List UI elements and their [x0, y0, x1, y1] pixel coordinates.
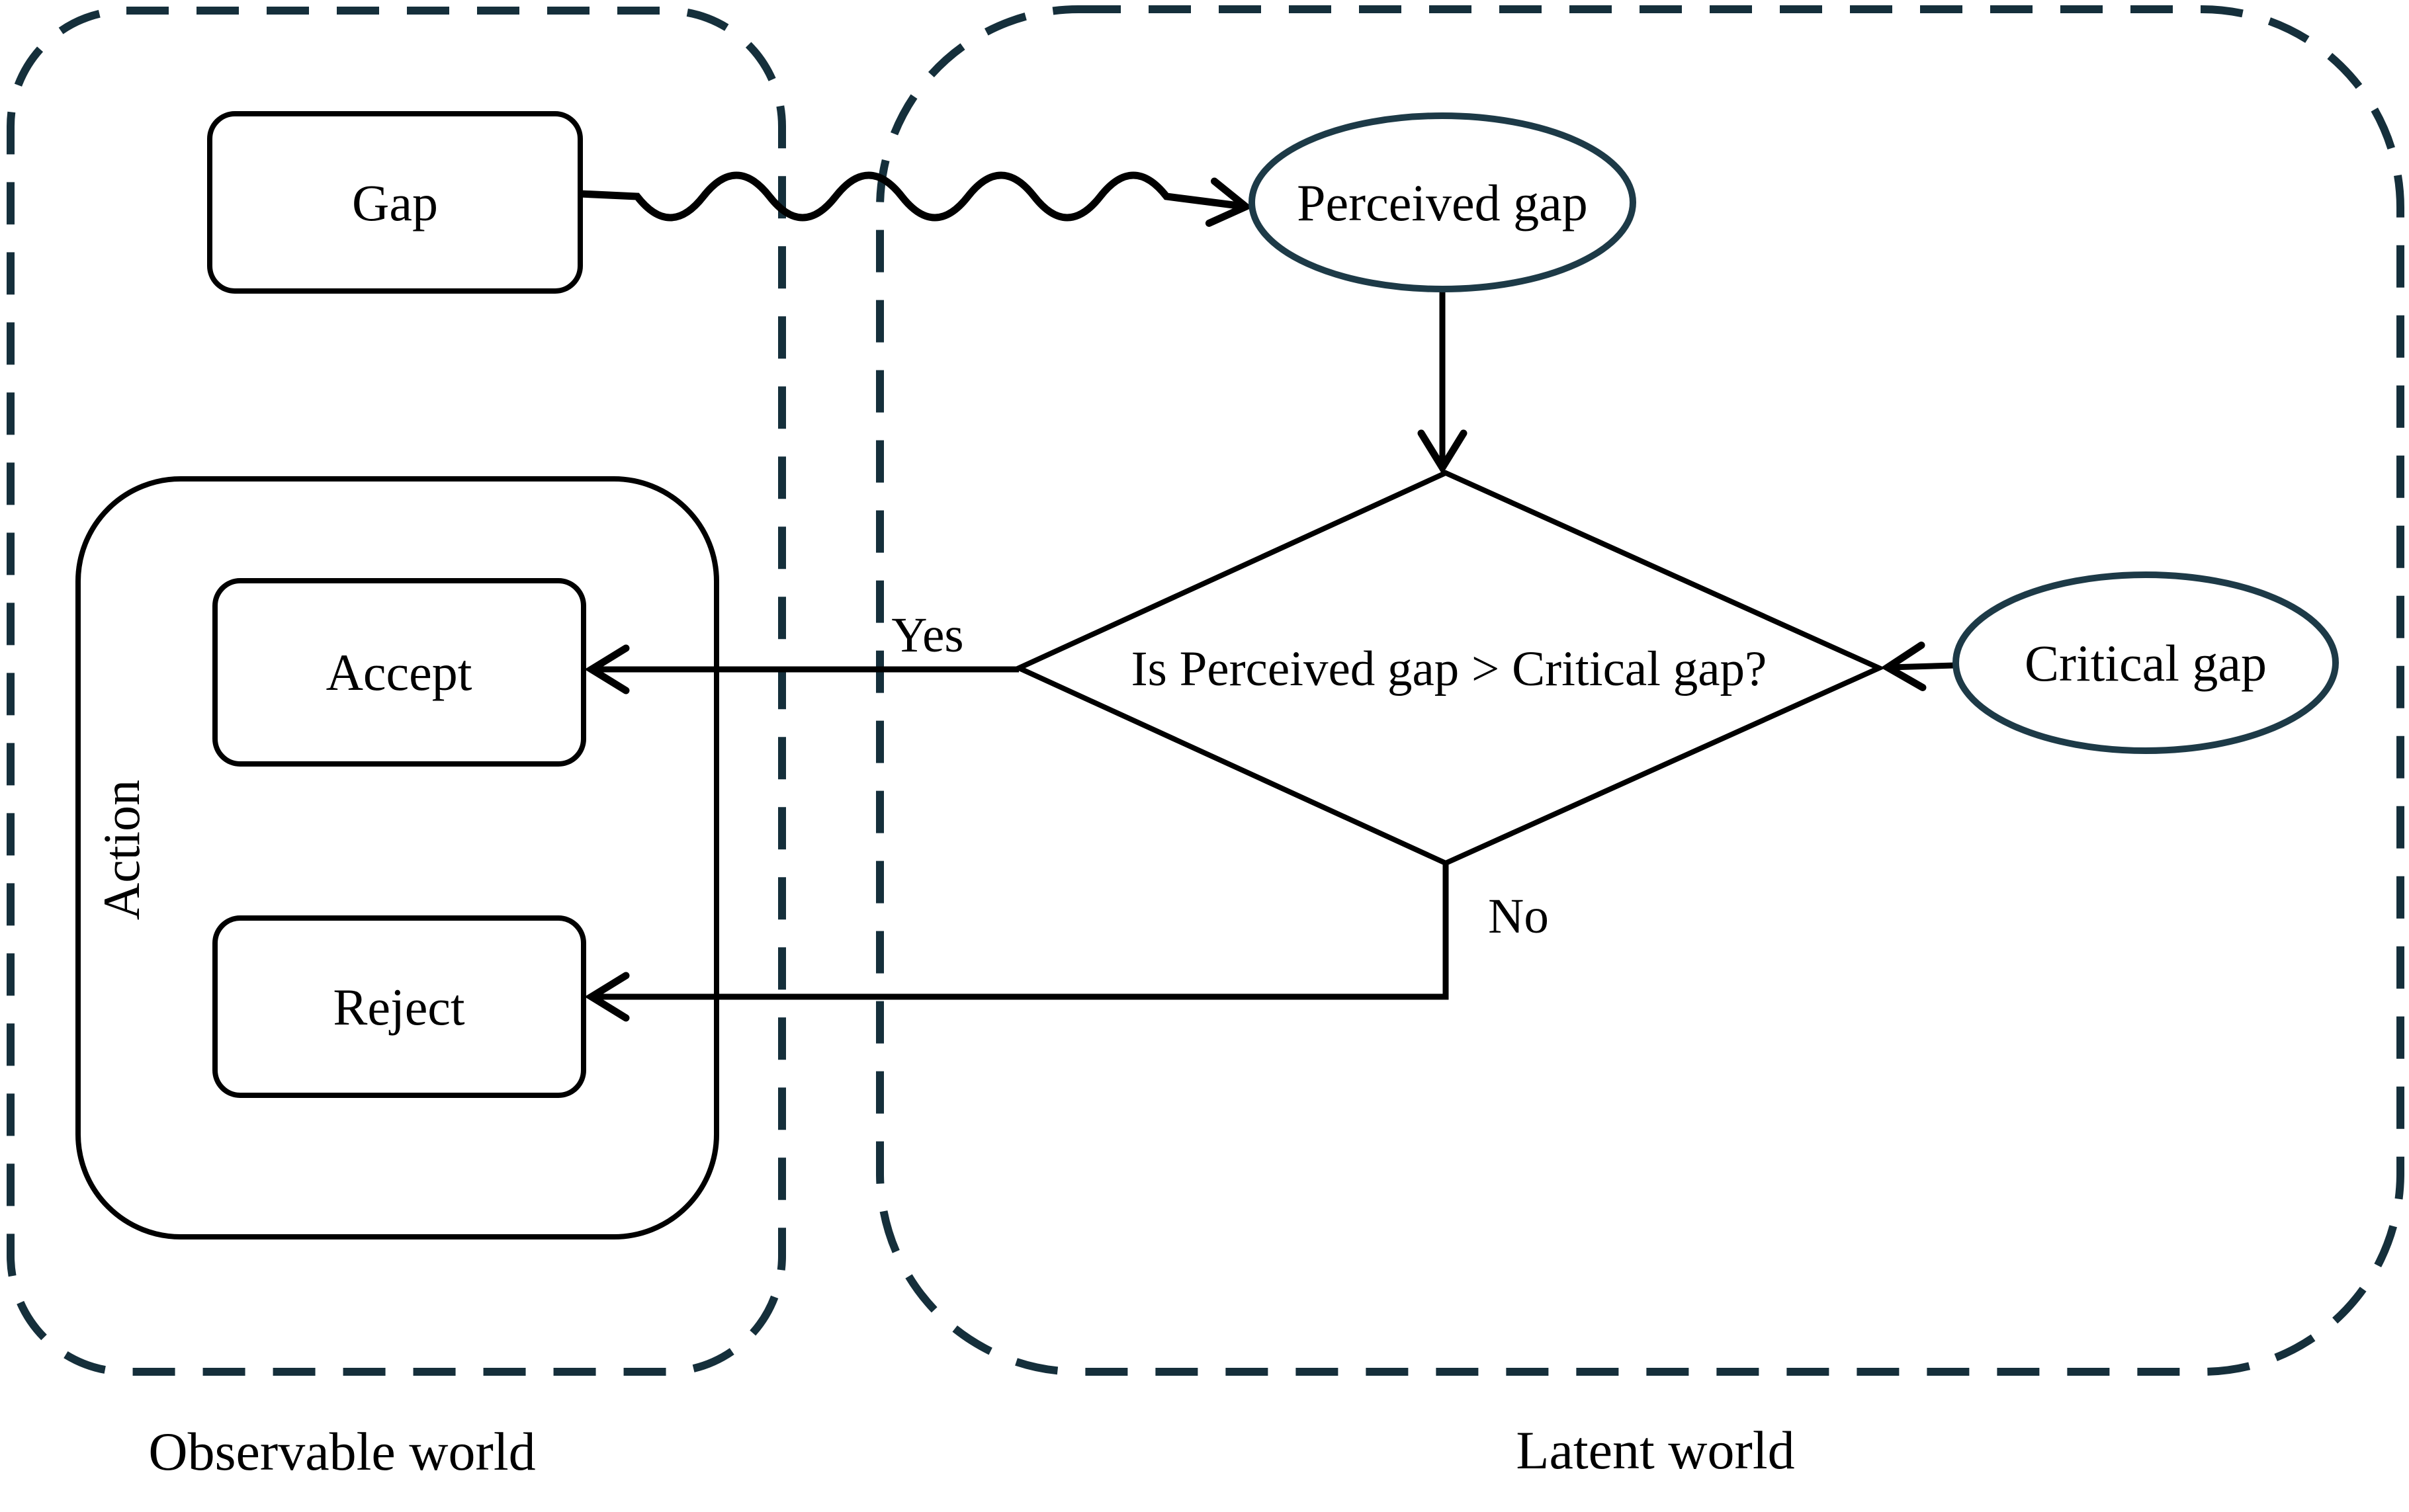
latent-world-region — [876, 5, 2404, 1376]
edge-critical-to-decision — [1880, 642, 1955, 691]
accept-label: Accept — [326, 644, 472, 701]
critical-gap-ellipse — [1952, 571, 2339, 754]
perceived-gap-label: Perceived gap — [1297, 174, 1588, 231]
node-shapes — [75, 111, 1886, 1239]
edge-decision-no-to-reject — [584, 863, 1449, 1022]
reject-node — [212, 915, 586, 1098]
action-group-node — [75, 476, 719, 1239]
perceived-gap-ellipse — [1248, 112, 1636, 292]
action-group-label: Action — [93, 780, 150, 920]
accept-node — [212, 578, 586, 767]
yes-edge-label: Yes — [891, 608, 963, 663]
state-shapes — [1248, 112, 2339, 754]
edges — [580, 171, 1955, 1022]
reject-label: Reject — [333, 978, 465, 1036]
decision-label: Is Perceived gap > Critical gap? — [1131, 642, 1767, 696]
no-edge-label: No — [1488, 889, 1549, 944]
latent-world-label: Latent world — [1516, 1420, 1794, 1480]
labels: Gap Perceived gap Is Perceived gap > Cri… — [93, 174, 2267, 1482]
observable-world-label: Observable world — [148, 1421, 535, 1482]
critical-gap-label: Critical gap — [2025, 634, 2267, 692]
edge-gap-to-perceived-wavy — [580, 171, 1253, 228]
decision-diamond — [1012, 470, 1886, 866]
observable-world-region — [7, 7, 786, 1376]
gap-node — [207, 111, 583, 294]
gap-label: Gap — [352, 174, 438, 231]
